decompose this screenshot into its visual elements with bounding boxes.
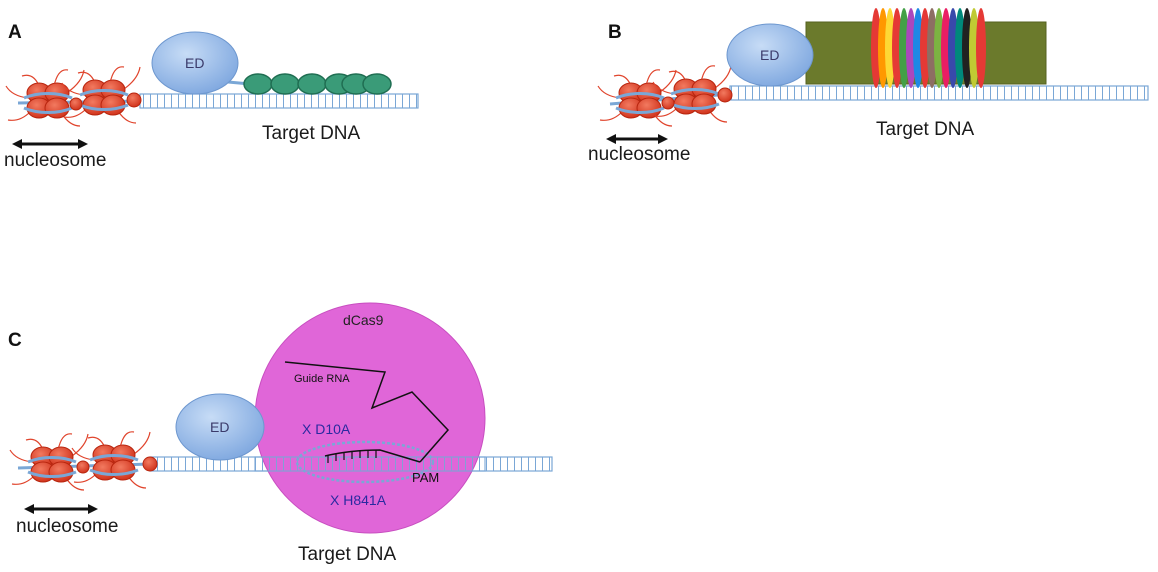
panel-c-pam-label: PAM [412,470,439,485]
panel-c-nucleosomes [8,430,158,492]
panel-c-effector-domain [175,393,265,461]
panel-c-target-dna-in-dcas9 [254,456,486,472]
panel-c-guide-rna [284,361,450,463]
panel-a-zinc-finger-array [243,73,392,95]
panel-c-guide-spacer [324,449,421,463]
panel-b-target-dna-strand [729,85,1149,101]
panel-c-guide-pairing-ticks [327,450,377,463]
panel-a-letter: A [8,22,22,43]
panel-b: B nucleosome [588,8,1149,165]
panel-a-target-dna-strand [139,93,419,109]
panel-b-ed-label: ED [760,47,779,63]
panel-b-target-dna-label: Target DNA [876,119,975,140]
panel-b-tale-repeats [871,8,986,88]
panel-a-nucleosome-label: nucleosome [4,150,106,171]
panel-b-nucleosome-label: nucleosome [588,144,690,165]
panel-c-target-dna-label: Target DNA [298,544,397,565]
panel-c-letter: C [8,330,22,351]
panel-c-ed-label: ED [210,419,229,435]
panel-c-r-loop [295,440,435,484]
panel-a-target-dna-label: Target DNA [262,123,361,144]
panel-c-nucleosome-arrow [24,504,98,514]
panel-c-mutation-d10a: X D10A [302,421,351,437]
panel-a-nucleosomes [4,65,142,128]
panel-c-guide-rna-label: Guide RNA [294,373,350,385]
panel-a: A nucleosome ED [4,22,419,171]
panel-a-ed-label: ED [185,55,204,71]
panel-a-effector-domain [151,31,239,95]
panel-c-dcas9-label: dCas9 [343,312,384,328]
panel-b-nucleosomes [596,64,733,128]
panel-b-effector-domain [726,23,814,87]
panel-b-letter: B [608,22,622,43]
panel-b-nucleosome-arrow [606,134,668,144]
panel-a-nucleosome-arrow [12,139,88,149]
panel-c: C dCas9 Guide RNA X D10A X H841A PAM [8,302,553,565]
panel-c-mutation-h841a: X H841A [330,492,387,508]
panel-c-nucleosome-label: nucleosome [16,516,118,537]
